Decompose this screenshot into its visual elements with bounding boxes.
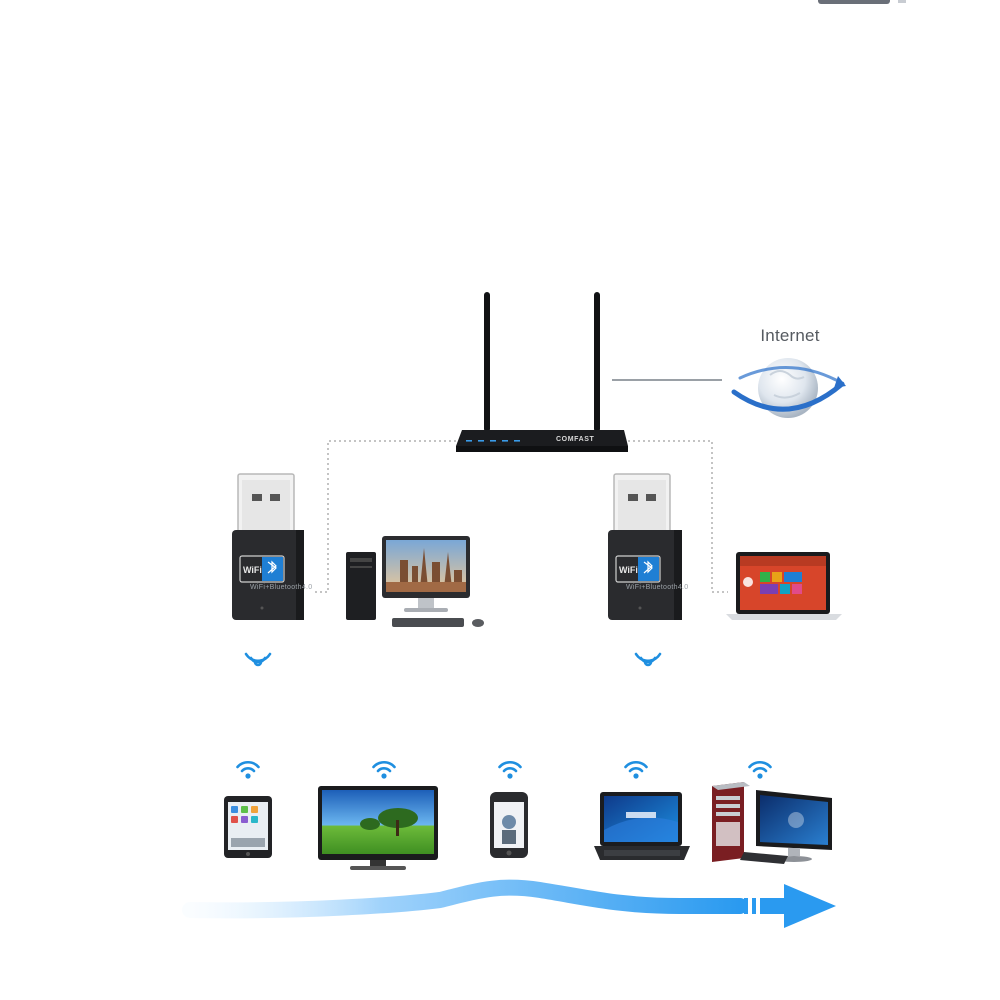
laptop-icon (594, 792, 690, 860)
internet-label: Internet (760, 326, 820, 345)
wifi-signal-icon (244, 652, 272, 667)
wifi-signal-icon (748, 760, 772, 780)
wifi-signal-icon (372, 760, 396, 780)
top-edge-fragment (818, 0, 890, 4)
wifi-signal-icon (498, 760, 522, 780)
top-edge-fragment-dot (898, 0, 906, 3)
router-brand-label: COMFAST (556, 436, 595, 443)
flow-arrow-icon (182, 879, 836, 928)
adapter-caption: WiFi+Bluetooth4.0 (626, 584, 689, 591)
wifi-signal-icon (236, 760, 260, 780)
adapter-wifi-label: WiFi (619, 565, 638, 575)
desktop-pc-icon (346, 536, 484, 627)
adapter-caption: WiFi+Bluetooth4.0 (250, 584, 313, 591)
globe-icon (731, 358, 846, 418)
tablet-icon (224, 796, 272, 858)
smartphone-icon (490, 792, 528, 858)
wifi-signal-icon (634, 652, 662, 667)
usb-adapter-icon (232, 473, 304, 620)
adapter-wifi-label: WiFi (243, 565, 262, 575)
tv-icon (318, 786, 438, 870)
usb-adapter-icon (608, 473, 682, 620)
wifi-signal-icon (624, 760, 648, 780)
desktop-pc-icon (712, 782, 832, 864)
dotted-connections (312, 440, 728, 593)
router-icon (456, 292, 628, 452)
laptop-icon (726, 552, 842, 620)
